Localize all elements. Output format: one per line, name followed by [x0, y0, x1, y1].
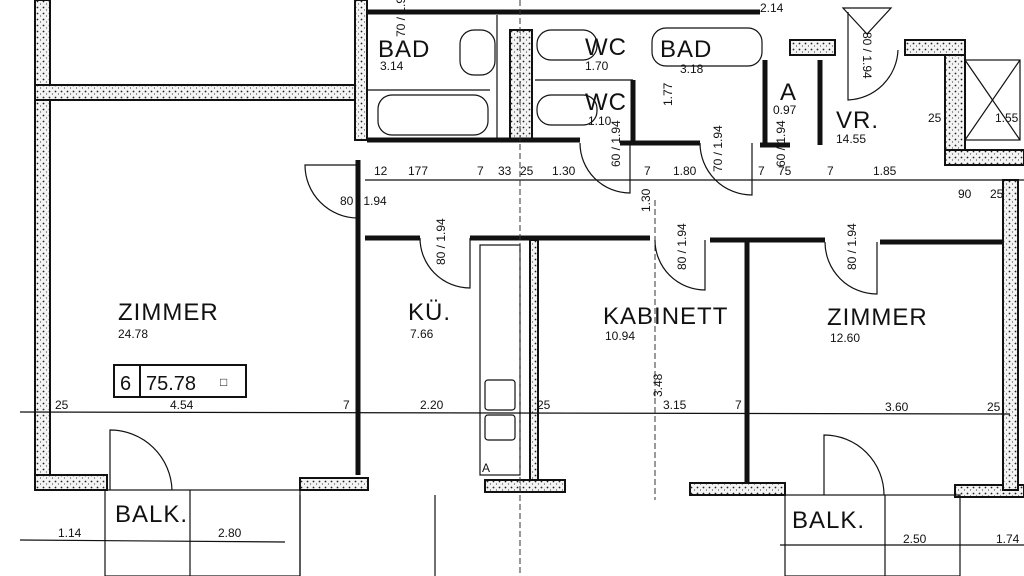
shaft	[964, 59, 1021, 141]
balconies	[104, 489, 961, 576]
bathtub	[651, 27, 763, 67]
dimension-label: 80 / 1.94	[860, 32, 874, 79]
room-wc-lower-area: 1.10	[588, 114, 612, 128]
room-vorraum: VR.	[836, 107, 879, 134]
room-vorraum-area: 14.55	[836, 132, 866, 146]
dimension-label: 25	[537, 398, 551, 412]
dimension-label: A	[482, 461, 490, 475]
dimension-label: 70 / 1.94	[394, 0, 408, 37]
room-balkon-right: BALK.	[792, 507, 865, 534]
dimension-label: 2.14	[760, 1, 784, 15]
room-zimmer-right-area: 12.60	[830, 331, 860, 345]
unit-total-area: 75.78	[146, 373, 196, 395]
room-bad-left: BAD	[378, 36, 430, 63]
room-zimmer-right: ZIMMER	[827, 304, 928, 331]
dimension-lines	[19, 0, 1024, 576]
dimension-label: 25	[520, 164, 534, 178]
door-dims: 80 / 1.94 80 / 1.94 80 / 1.94 80 / 1.94 …	[340, 0, 874, 270]
dimension-label: 80 / 1.94	[845, 223, 859, 270]
room-abstell: A	[780, 79, 797, 106]
dimension-label: 2.80	[218, 526, 242, 540]
dimension-label: 80 / 1.94	[340, 194, 387, 208]
dimension-label: 1.14	[58, 526, 82, 540]
room-kueche-area: 7.66	[410, 327, 434, 341]
room-kabinett: KABINETT	[603, 303, 728, 330]
dimension-label: 25	[987, 400, 1001, 414]
washbasin	[459, 29, 496, 76]
room-zimmer-left: ZIMMER	[118, 299, 219, 326]
dimension-label: 1.74	[996, 532, 1020, 546]
dimension-label: 177	[408, 164, 428, 178]
room-zimmer-left-area: 24.78	[118, 327, 148, 341]
toilet	[536, 29, 598, 61]
dimension-label: 80 / 1.94	[675, 223, 689, 270]
room-balkon-left: BALK.	[115, 501, 188, 528]
toilet	[536, 94, 598, 126]
dimension-label: 1.80	[673, 164, 697, 178]
dimension-label: 1.77	[661, 82, 675, 106]
dimension-label: 7	[758, 164, 765, 178]
dimension-label: 1.30	[639, 188, 653, 212]
unit-rooms: 6	[120, 373, 131, 395]
room-bad-right: BAD	[660, 36, 712, 63]
stove	[484, 379, 516, 411]
dimension-label: 3.60	[885, 400, 909, 414]
room-wc-lower: WC	[585, 89, 627, 116]
bathtub	[377, 94, 489, 136]
dimension-label: 25	[928, 111, 942, 125]
dimension-label: 80 / 1.94	[434, 218, 448, 265]
entrance-marker	[841, 7, 893, 35]
room-kabinett-area: 10.94	[605, 329, 635, 343]
doors	[109, 7, 899, 496]
partitions	[355, 9, 1003, 483]
room-bad-left-area: 3.14	[380, 59, 404, 73]
dimension-label: 2.50	[903, 532, 927, 546]
room-abstell-area: 0.97	[773, 103, 797, 117]
sink	[484, 414, 516, 441]
dimension-label: 7	[644, 164, 651, 178]
dimension-label: 1.85	[873, 164, 897, 178]
dimension-label: 25	[990, 187, 1004, 201]
dimension-label: 25	[55, 398, 69, 412]
dimension-label: 2.20	[420, 398, 444, 412]
dimension-label: 60 / 1.94	[774, 120, 788, 167]
balcony-dims: 1.14 2.80 2.50 1.74	[58, 526, 1020, 546]
dimension-label: 7	[735, 398, 742, 412]
square-icon: □	[220, 375, 227, 389]
room-wc-upper-area: 1.70	[585, 59, 609, 73]
dimension-label: 7	[477, 164, 484, 178]
dimension-label: 7	[827, 164, 834, 178]
room-bad-right-area: 3.18	[680, 62, 704, 76]
exterior-walls	[34, 0, 1024, 498]
room-kueche: KÜ.	[408, 299, 451, 326]
dimension-label: 1.55	[995, 111, 1019, 125]
dimension-label: 4.54	[170, 398, 194, 412]
dimension-label: 3.15	[663, 398, 687, 412]
room-wc-upper: WC	[585, 34, 627, 61]
dimension-label: 12	[374, 164, 388, 178]
dimension-label: 3.48	[651, 373, 665, 397]
dimension-label: 75	[778, 164, 792, 178]
dimension-label: 7	[343, 398, 350, 412]
dimension-label: 33	[498, 164, 512, 178]
fixtures	[377, 27, 1021, 476]
dimension-label: 70 / 1.94	[711, 125, 725, 172]
corridor-dims: 12 177 7 33 25 1.30 7 1.80 7 75 7 1.85 9…	[374, 164, 1004, 201]
dimension-label: 90	[958, 187, 972, 201]
unit-box	[113, 364, 247, 398]
dimension-label: 60 / 1.94	[609, 120, 623, 167]
dimension-label: 1.30	[552, 164, 576, 178]
room-dims: 25 4.54 7 2.20 25 3.15 7 3.60 25 3.48 1.…	[55, 1, 1019, 475]
